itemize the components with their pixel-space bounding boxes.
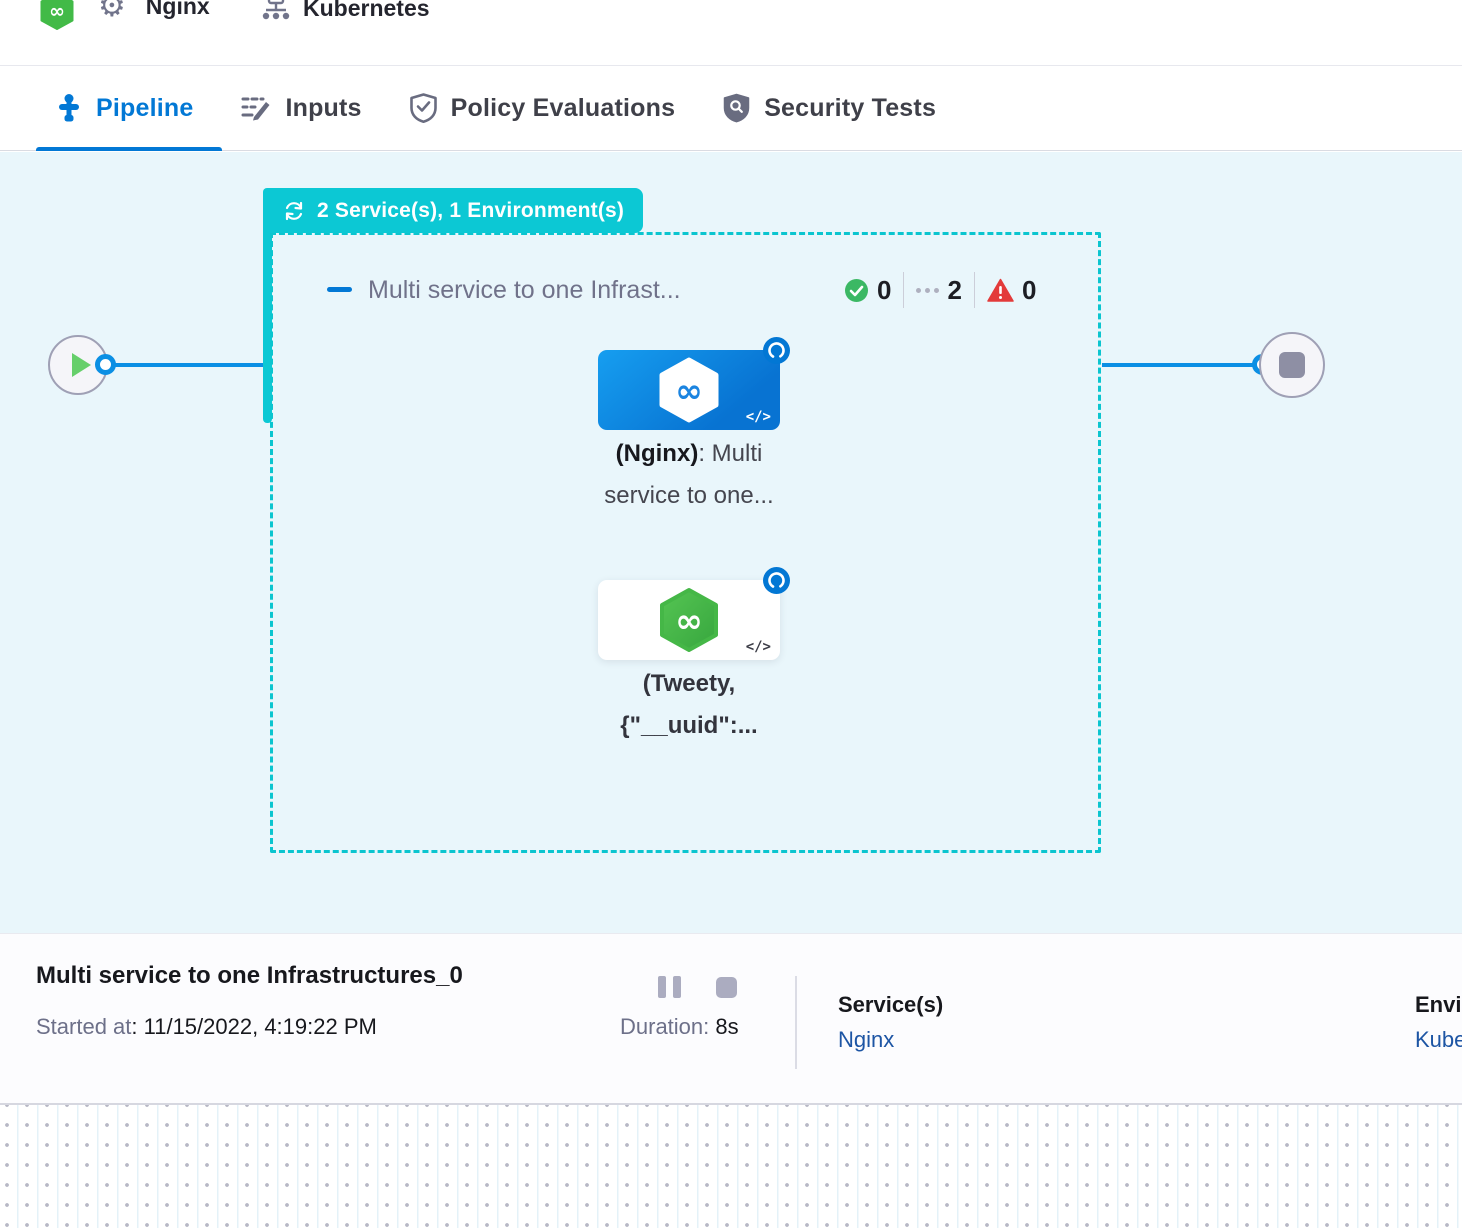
- duration-label: Duration:: [620, 1014, 710, 1039]
- started-at-label: Started at: [36, 1014, 132, 1039]
- abort-button[interactable]: [716, 977, 737, 998]
- pending-dots-icon: [916, 287, 940, 293]
- code-icon: </>: [745, 409, 771, 425]
- started-at: Started at: 11/15/2022, 4:19:22 PM: [36, 1014, 377, 1040]
- execution-title: Multi service to one Infrastructures_0: [36, 962, 463, 989]
- started-at-value: : 11/15/2022, 4:19:22 PM: [131, 1014, 377, 1039]
- header-service-name: Nginx: [145, 0, 210, 19]
- environment-chip[interactable]: Kubernetes: [260, 0, 430, 24]
- duration-value: 8s: [715, 1014, 739, 1039]
- stage-group-strip: [263, 188, 272, 423]
- tweety-hexagon: ∞: [658, 587, 720, 653]
- duration: Duration: 8s: [620, 1014, 739, 1040]
- service-node-tweety[interactable]: ∞ </>: [598, 567, 790, 660]
- node-label-tweety: (Tweety, {"__uuid":...: [539, 663, 839, 747]
- spinner-icon: [768, 572, 785, 589]
- svg-text:∞: ∞: [49, 1, 65, 23]
- stage-group-banner-label: 2 Service(s), 1 Environment(s): [317, 198, 625, 222]
- harness-logo-icon: ∞: [40, 0, 74, 30]
- success-count: 0: [877, 274, 892, 305]
- node-name-line2: service to one...: [604, 482, 774, 509]
- harness-hexagon-icon: [659, 357, 719, 423]
- node-label-nginx: (Nginx): Multi service to one...: [539, 433, 839, 517]
- tab-inputs[interactable]: Inputs: [241, 66, 361, 150]
- environments-label: Environment(s): [1415, 992, 1462, 1017]
- nginx-hexagon: ∞: [658, 357, 720, 423]
- failed-count: 0: [1021, 274, 1037, 305]
- edge-stage-to-end: [1102, 363, 1262, 367]
- count-divider: [903, 272, 905, 308]
- node-name-rest: : Multi: [698, 440, 763, 467]
- pause-icon: [658, 976, 666, 998]
- node-status-spinner[interactable]: [763, 567, 790, 594]
- header-environment-name: Kubernetes: [303, 0, 430, 21]
- pipeline-icon: [59, 94, 79, 122]
- node-name-line2: {"__uuid":...: [620, 712, 758, 739]
- stop-icon: [1279, 352, 1305, 378]
- stage-group-box: [270, 232, 1101, 853]
- tab-security-tests-label: Security Tests: [764, 93, 937, 122]
- play-icon: [71, 353, 91, 377]
- pause-icon: [673, 976, 681, 998]
- console-dot-grid: [0, 1103, 1462, 1228]
- gear-icon: ⚙: [98, 0, 126, 24]
- code-icon: </>: [745, 639, 771, 655]
- tab-pipeline[interactable]: Pipeline: [56, 66, 193, 150]
- error-warning-icon: [987, 278, 1014, 302]
- service-chip[interactable]: ⚙ Nginx: [98, 0, 210, 24]
- spinner-icon: [768, 342, 785, 359]
- collapse-stage-button[interactable]: [327, 287, 352, 292]
- execution-summary-bar: Multi service to one Infrastructures_0 S…: [0, 933, 1462, 1103]
- shield-scan-icon: [723, 93, 750, 123]
- infinity-glyph: ∞: [675, 600, 703, 640]
- count-divider: [973, 272, 975, 308]
- stage-status-counts: 0 2 0: [844, 270, 1036, 310]
- services-link[interactable]: Nginx: [838, 1027, 895, 1052]
- shield-check-icon: [409, 93, 437, 123]
- tab-policy-evaluations-label: Policy Evaluations: [450, 93, 676, 122]
- pipeline-canvas: 2 Service(s), 1 Environment(s) Multi ser…: [0, 152, 1462, 933]
- tab-pipeline-label: Pipeline: [96, 93, 194, 122]
- inputs-icon: [241, 97, 270, 121]
- services-label: Service(s): [838, 992, 944, 1017]
- tab-inputs-label: Inputs: [285, 93, 362, 122]
- node-status-spinner[interactable]: [763, 337, 790, 364]
- start-connector-dot: [95, 354, 116, 375]
- kubernetes-icon: [262, 0, 290, 20]
- node-name-bold: (Nginx): [615, 440, 699, 467]
- stage-title: Multi service to one Infrast...: [368, 276, 681, 304]
- environments-link[interactable]: Kubernetes: [1415, 1027, 1462, 1052]
- infinity-glyph: ∞: [675, 370, 703, 410]
- stage-group-banner[interactable]: 2 Service(s), 1 Environment(s): [263, 188, 644, 233]
- loop-icon: [285, 201, 303, 220]
- footer-divider: [795, 976, 797, 1069]
- tab-security-tests[interactable]: Security Tests: [723, 66, 936, 150]
- edge-start-to-stage: [105, 363, 267, 367]
- pipeline-end-node: [1259, 332, 1325, 398]
- tab-policy-evaluations[interactable]: Policy Evaluations: [409, 66, 676, 150]
- node-name-line1: (Tweety,: [642, 670, 736, 697]
- pending-count: 2: [947, 274, 962, 305]
- execution-tabbar: Pipeline Inputs Policy Evaluations: [0, 66, 1462, 151]
- harness-service-logo: ∞: [40, 0, 74, 30]
- harness-hexagon-icon: [660, 588, 718, 652]
- execution-header: ∞ ⚙ Nginx Kubernetes: [0, 0, 1462, 66]
- active-tab-underline: [36, 147, 222, 151]
- pause-button[interactable]: [658, 976, 681, 998]
- success-check-icon: [845, 278, 868, 302]
- service-node-nginx[interactable]: ∞ </>: [598, 337, 790, 430]
